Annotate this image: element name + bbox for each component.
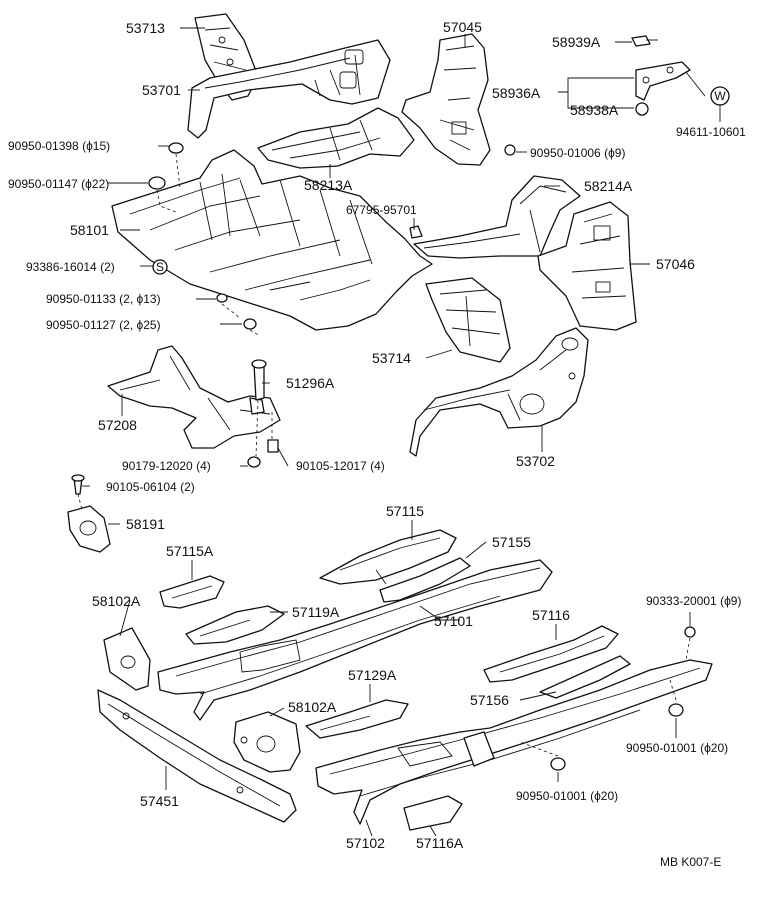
part-58938A-nut xyxy=(635,102,649,116)
part-labels: 53713 57045 58939A 53701 58936A 58938A 9… xyxy=(8,19,746,869)
part-58102A-top xyxy=(103,627,151,691)
part-57208 xyxy=(107,345,281,449)
label-90950-01398: 90950-01398 (ϕ15) xyxy=(8,139,110,153)
label-90950-01001-right: 90950-01001 (ϕ20) xyxy=(626,741,728,755)
label-94611-10601: 94611-10601 xyxy=(676,125,746,139)
part-57119A xyxy=(185,605,285,645)
label-53702: 53702 xyxy=(516,453,555,469)
part-58939A-bolt xyxy=(631,35,658,47)
label-93386-16014: 93386-16014 (2) xyxy=(26,260,115,274)
part-90333-20001 xyxy=(684,626,696,638)
part-58213A xyxy=(257,107,415,169)
label-57156: 57156 xyxy=(470,692,509,708)
part-58101 xyxy=(111,149,433,331)
label-90105-06104: 90105-06104 (2) xyxy=(106,480,195,494)
label-90950-01147: 90950-01147 (ϕ22) xyxy=(8,177,109,191)
leader-lines xyxy=(77,27,721,837)
label-58213A: 58213A xyxy=(304,177,353,193)
label-57119A: 57119A xyxy=(292,604,340,620)
label-57102: 57102 xyxy=(346,835,385,851)
part-57102 xyxy=(315,659,713,825)
part-58102A-mid xyxy=(233,711,301,773)
part-58214A xyxy=(413,175,581,259)
part-57115A xyxy=(159,575,225,609)
label-90179-12020: 90179-12020 (4) xyxy=(122,459,211,473)
part-57155 xyxy=(379,557,471,603)
part-57045 xyxy=(401,33,491,166)
label-58191: 58191 xyxy=(126,516,165,532)
part-58936A xyxy=(635,61,691,101)
part-53702 xyxy=(409,327,589,457)
label-58101: 58101 xyxy=(70,222,109,238)
label-53713: 53713 xyxy=(126,20,165,36)
label-57208: 57208 xyxy=(98,417,137,433)
part-90105-06104 xyxy=(71,474,85,495)
label-57046: 57046 xyxy=(656,256,695,272)
label-57451: 57451 xyxy=(140,793,179,809)
label-57101: 57101 xyxy=(434,613,473,629)
part-90950-01001-right xyxy=(668,703,684,717)
part-57116 xyxy=(483,625,619,683)
marker-w: W xyxy=(710,86,730,106)
label-57116: 57116 xyxy=(532,607,570,623)
label-53701: 53701 xyxy=(142,82,181,98)
label-90950-01133: 90950-01133 (2, ϕ13) xyxy=(46,292,161,306)
part-57115 xyxy=(319,529,457,585)
label-58102A-top: 58102A xyxy=(92,593,141,609)
label-57045: 57045 xyxy=(443,19,482,35)
label-57116A: 57116A xyxy=(416,835,464,851)
label-90333-20001: 90333-20001 (ϕ9) xyxy=(646,594,741,608)
marker-s-text: S xyxy=(156,260,164,274)
label-57129A: 57129A xyxy=(348,667,397,683)
part-90950-01133 xyxy=(216,293,228,303)
label-53714: 53714 xyxy=(372,350,411,366)
part-67795-95701 xyxy=(409,225,423,239)
label-58938A: 58938A xyxy=(570,102,619,118)
part-57451 xyxy=(97,689,297,823)
label-58102A-mid: 58102A xyxy=(288,699,337,715)
label-90105-12017: 90105-12017 (4) xyxy=(296,459,385,473)
part-58191 xyxy=(67,505,111,553)
part-57129A xyxy=(305,699,409,739)
part-90950-01006 xyxy=(504,144,516,156)
part-90105-12017 xyxy=(267,439,279,453)
part-57116A xyxy=(403,795,463,831)
label-90950-01001-bottom: 90950-01001 (ϕ20) xyxy=(516,789,618,803)
label-90950-01127: 90950-01127 (2, ϕ25) xyxy=(46,318,161,332)
label-90950-01006: 90950-01006 (ϕ9) xyxy=(530,146,625,160)
part-90950-01127 xyxy=(243,318,257,330)
label-57155: 57155 xyxy=(492,534,531,550)
label-58936A: 58936A xyxy=(492,85,541,101)
part-53714 xyxy=(425,277,511,363)
part-90950-01147 xyxy=(148,176,166,190)
part-57101 xyxy=(157,559,553,721)
part-90950-01398 xyxy=(168,142,184,154)
marker-w-text: W xyxy=(714,89,726,103)
part-90179-12020 xyxy=(247,456,261,468)
part-57046 xyxy=(537,201,637,331)
part-51296A xyxy=(251,359,267,401)
label-57115A: 57115A xyxy=(166,543,214,559)
label-57115: 57115 xyxy=(386,503,424,519)
label-58939A: 58939A xyxy=(552,34,601,50)
part-53701 xyxy=(187,39,391,139)
label-58214A: 58214A xyxy=(584,178,633,194)
label-67795-95701: 67795-95701 xyxy=(346,203,417,217)
marker-s: S xyxy=(152,259,168,275)
part-57156 xyxy=(539,655,631,699)
part-90950-01001-bottom xyxy=(550,757,566,771)
label-51296A: 51296A xyxy=(286,375,335,391)
diagram-code: MB K007-E xyxy=(660,855,721,869)
